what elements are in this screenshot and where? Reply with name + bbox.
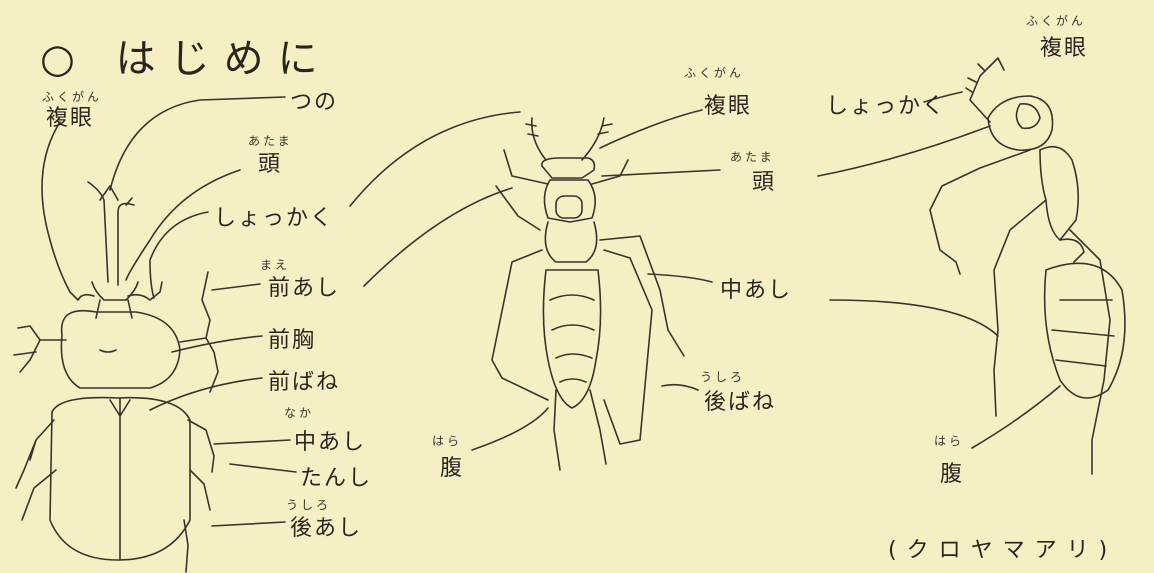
leader-wasp-abdomen xyxy=(472,408,548,450)
leader-wasp-eye xyxy=(600,110,702,148)
leader-ant-head xyxy=(818,126,990,176)
ant-antenna-shape xyxy=(966,58,1004,122)
wasp-abdomen-shape xyxy=(543,270,600,408)
leader-wasp-antenna xyxy=(350,112,520,206)
wasp-antenna-right xyxy=(582,118,612,160)
leader-beetle-eye xyxy=(42,122,70,292)
wasp-wing-right xyxy=(604,250,652,444)
ant-gaster-bands xyxy=(1052,300,1114,366)
beetle-drawing xyxy=(14,182,218,572)
wasp-abdomen-bands xyxy=(550,295,594,382)
beetle-horn-shape xyxy=(88,182,134,285)
page-title: ○ はじめに xyxy=(40,26,332,84)
beetle-midleg-right xyxy=(188,420,214,472)
beetle-foreleg-left xyxy=(14,326,66,372)
wasp-legs-right xyxy=(592,160,684,356)
beetle-midleg-ruby: なか xyxy=(284,404,314,421)
wasp-leader-lines xyxy=(350,110,720,450)
leader-beetle-foreleg xyxy=(212,284,260,290)
wasp-midbody-shape xyxy=(545,222,596,262)
beetle-midleg-left xyxy=(16,420,54,488)
leader-beetle-hindleg xyxy=(212,522,285,526)
wasp-head-shape xyxy=(542,158,595,178)
beetle-antenna-label: しょっかく xyxy=(214,200,334,232)
beetle-prothorax-label: 前胸 xyxy=(268,322,316,354)
beetle-elytra-line xyxy=(110,398,130,560)
wasp-midleg-label: 中あし xyxy=(720,272,792,304)
wasp-antenna-left xyxy=(526,118,546,160)
wasp-abdomen-ruby: はら xyxy=(432,432,462,449)
ant-antenna-label: しょっかく xyxy=(826,88,946,120)
beetle-forewing-label: 前ばね xyxy=(268,364,340,396)
ant-eye-shape xyxy=(1016,104,1040,129)
wasp-wing-left xyxy=(492,250,548,400)
beetle-hindleg-label: 後あし xyxy=(290,510,362,542)
wasp-head-label: 頭 xyxy=(752,164,776,196)
ant-eye-label: 複眼 xyxy=(1040,30,1088,62)
ant-abdomen-ruby: はら xyxy=(934,432,964,449)
ant-leader-lines xyxy=(818,92,1060,448)
beetle-antenna-left xyxy=(70,292,94,300)
beetle-foreleg-label: 前あし xyxy=(268,270,340,302)
leader-wasp-hindwing xyxy=(662,385,698,390)
leader-beetle-tarsus xyxy=(230,464,296,472)
wasp-abdomen-label: 腹 xyxy=(440,450,464,482)
wasp-hindwing-ruby: うしろ xyxy=(700,368,745,385)
ant-hindleg-shape xyxy=(1070,230,1110,474)
beetle-midleg-label: 中あし xyxy=(294,424,366,456)
beetle-thorax-mark xyxy=(100,350,116,352)
ant-thorax-shape xyxy=(1040,147,1078,240)
wasp-eye-ruby: ふくがん xyxy=(684,64,744,81)
leader-beetle-midleg xyxy=(214,440,290,444)
leader-ant-abdomen xyxy=(972,386,1060,448)
ant-petiole-shape xyxy=(1060,239,1084,262)
beetle-tarsus-label: たんし xyxy=(300,460,372,492)
beetle-horn-label: つの xyxy=(290,84,338,116)
species-caption: (クロヤマアリ) xyxy=(888,532,1117,564)
beetle-eye-label: 複眼 xyxy=(46,100,94,132)
wasp-thorax-shape xyxy=(544,180,595,222)
leader-beetle-antenna xyxy=(150,212,208,298)
beetle-thorax-shape xyxy=(61,311,180,388)
wasp-eye-label: 複眼 xyxy=(704,88,752,120)
wasp-head-ruby: あたま xyxy=(730,148,775,165)
leader-ant-midleg xyxy=(830,300,998,336)
leader-beetle-forewing xyxy=(150,378,262,410)
wasp-thorax-plate xyxy=(556,196,582,218)
leader-beetle-prothorax xyxy=(172,336,262,352)
leader-wasp-foreleg xyxy=(364,188,512,286)
ant-midleg-shape xyxy=(994,200,1046,416)
leader-wasp-midleg xyxy=(648,274,712,282)
ant-eye-ruby: ふくがん xyxy=(1026,12,1086,29)
wasp-drawing xyxy=(492,118,684,470)
wasp-hindwing-label: 後ばね xyxy=(704,384,776,416)
ant-abdomen-label: 腹 xyxy=(940,456,964,488)
leader-wasp-head xyxy=(602,170,720,176)
ant-foreleg-shape xyxy=(930,150,1030,274)
beetle-head-label: 頭 xyxy=(258,146,282,178)
